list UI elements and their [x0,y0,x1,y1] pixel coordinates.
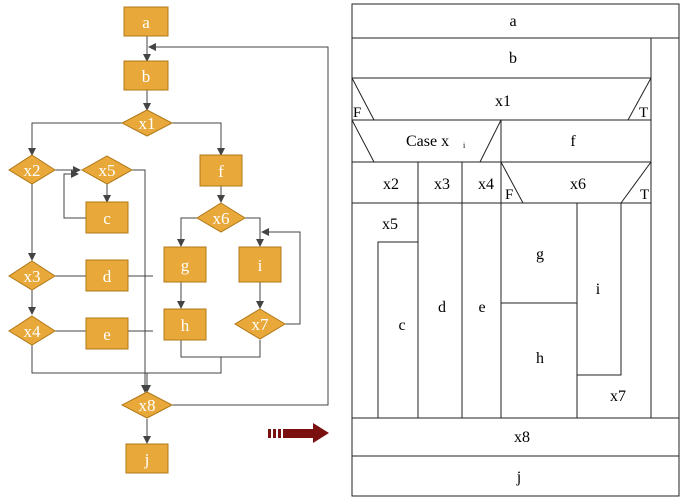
decision-x2: x2 [8,154,56,185]
node-b-label: b [142,67,151,86]
ns-block-h: h [536,350,544,367]
decision-x5-label: x5 [99,161,116,180]
ns-x1-false-label: F [353,105,361,121]
flowchart-connectors [28,36,329,444]
node-c-label: c [103,209,111,228]
ns-block-f: f [570,133,576,150]
ns-block-b: b [509,50,517,67]
ns-loop-x5: x5 [382,216,398,233]
ns-diagram: a b x1 F T Case x i f x2 x3 x4 x6 F T x5… [351,3,680,497]
ns-block-a: a [509,13,516,30]
decision-x7-label: x7 [252,315,270,334]
ns-case-x4: x4 [478,176,494,193]
flowchart: a b x1 x2 x5 c f x6 [8,6,329,474]
conversion-arrow-icon [268,423,329,443]
node-j: j [125,443,169,474]
ns-block-i: i [596,281,601,298]
ns-block-d: d [438,299,446,316]
decision-x6: x6 [196,202,246,233]
node-b: b [123,60,169,91]
node-g: g [163,246,207,283]
node-h: h [163,308,207,341]
decision-x5: x5 [80,155,134,185]
node-c: c [85,201,129,234]
decision-x3-label: x3 [24,267,41,286]
node-g-label: g [181,256,190,275]
ns-decision-x6: x6 [570,176,586,193]
ns-block-g: g [536,246,544,263]
node-h-label: h [181,316,190,335]
ns-decision-x1: x1 [495,93,511,110]
node-e: e [85,317,129,350]
ns-block-e: e [478,299,485,316]
node-i-label: i [258,256,263,275]
decision-x4-label: x4 [24,322,42,341]
node-a: a [123,6,169,37]
ns-case-x2: x2 [383,176,399,193]
node-f: f [199,154,243,187]
node-f-label: f [218,162,224,181]
decision-x7: x7 [234,308,286,340]
decision-x6-label: x6 [213,209,230,228]
decision-x3: x3 [8,260,56,291]
decision-x2-label: x2 [24,161,41,180]
ns-x6-true-label: T [640,187,649,203]
ns-x1-true-label: T [639,105,648,121]
ns-loop-x8: x8 [514,429,530,446]
decision-x1-label: x1 [139,114,156,133]
ns-loop-x7: x7 [610,388,626,405]
ns-block-c: c [398,317,405,334]
node-a-label: a [142,13,150,32]
decision-x8: x8 [120,391,174,419]
ns-case-subscript: i [463,141,466,150]
ns-case-x3: x3 [434,176,450,193]
decision-x8-label: x8 [139,396,156,415]
decision-x4: x4 [8,315,56,346]
node-d-label: d [103,267,112,286]
node-j-label: j [144,450,150,469]
decision-x1: x1 [120,109,174,137]
node-e-label: e [103,325,111,344]
ns-case-label: Case x [406,133,449,150]
node-d: d [85,259,129,292]
ns-grid [351,3,680,497]
ns-block-j: j [516,469,521,486]
ns-x6-false-label: F [505,187,513,203]
node-i: i [238,246,282,283]
